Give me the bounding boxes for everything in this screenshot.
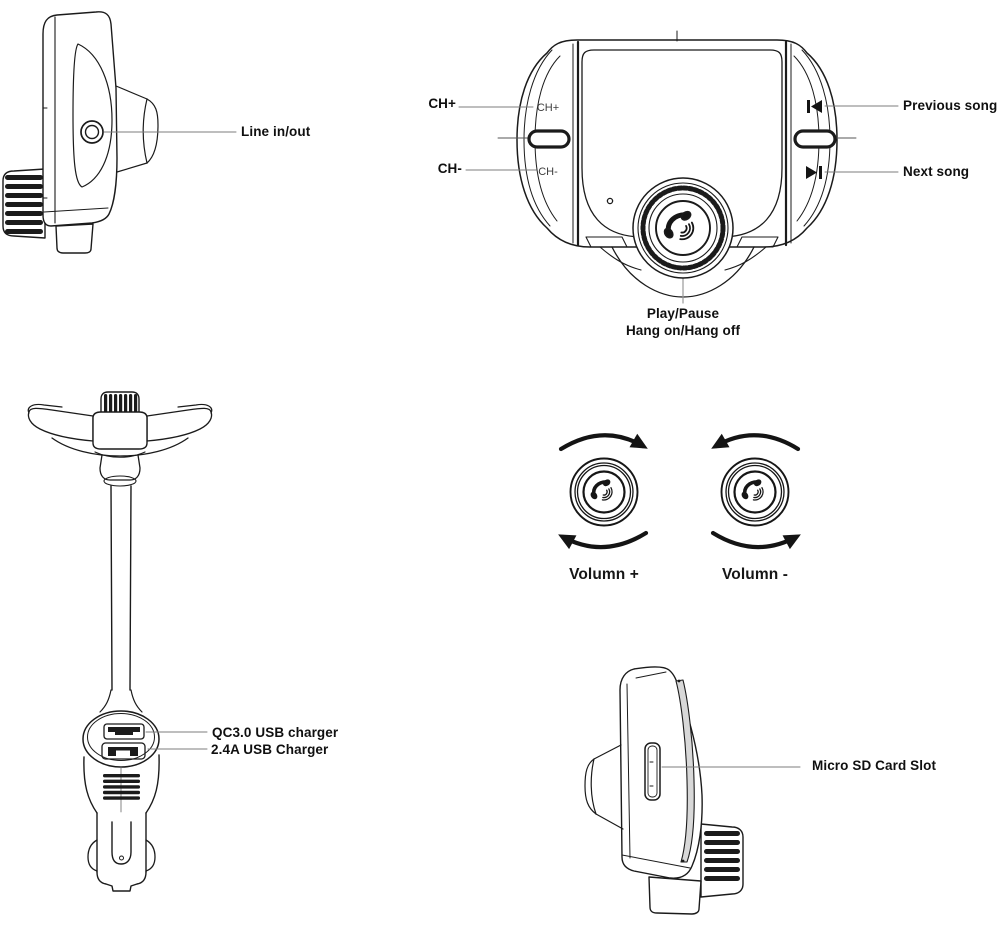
vent-clip-cone: [584, 744, 624, 830]
track-button: [793, 129, 837, 149]
channel-button: [527, 129, 571, 149]
play-pause-knob: [632, 177, 734, 279]
callout-line-in-out: Line in/out: [241, 124, 311, 139]
knurled-knob-icon: [2, 168, 46, 239]
callout-ch-minus: CH-: [437, 161, 462, 176]
phone-icon: [738, 476, 765, 502]
phone-icon: [587, 476, 614, 502]
rotate-counterclockwise-arrows-icon: [710, 433, 801, 550]
figure-side-view-line-jack: [2, 11, 237, 254]
face-label-ch-minus: CH-: [538, 166, 558, 178]
line-jack-icon: [80, 120, 104, 144]
cigarette-lighter-plug: [87, 812, 156, 892]
callout-volume-minus: Volumn -: [722, 566, 788, 583]
volume-down-knob: [720, 457, 790, 527]
sd-card-slot-icon: [644, 742, 661, 801]
figure-full-device: [27, 391, 213, 892]
usb-port-qc30: [103, 723, 145, 740]
callout-previous-song: Previous song: [903, 98, 998, 113]
figure-volume-rotation: [558, 433, 801, 550]
callout-hang-on-off: Hang on/Hang off: [625, 323, 741, 338]
callout-24a-usb-charger: 2.4A USB Charger: [211, 742, 329, 757]
previous-track-icon: [807, 100, 822, 113]
figure-side-view-sd-slot: [584, 666, 801, 915]
callout-micro-sd-slot: Micro SD Card Slot: [812, 758, 937, 773]
knurled-knob-icon: [700, 823, 744, 898]
next-track-icon: [806, 166, 822, 179]
callout-play-pause: Play/Pause: [646, 306, 720, 321]
callout-volume-plus: Volumn +: [569, 566, 639, 583]
vent-clip-cone: [115, 85, 159, 173]
rotate-clockwise-arrows-icon: [558, 433, 649, 550]
callout-ch-plus: CH+: [428, 96, 456, 111]
callout-next-song: Next song: [903, 164, 970, 179]
face-label-ch-plus: CH+: [536, 102, 560, 114]
figure-front-view: [458, 30, 899, 304]
usb-port-24a: [101, 742, 146, 760]
callout-qc-usb-charger: QC3.0 USB charger: [212, 725, 339, 740]
leader-lines: [458, 105, 899, 173]
screen-edge-band: [675, 679, 695, 863]
leader-lines: [145, 731, 208, 750]
volume-up-knob: [569, 457, 639, 527]
mic-hole: [606, 197, 614, 205]
top-knurled-knob-icon: [100, 391, 140, 416]
